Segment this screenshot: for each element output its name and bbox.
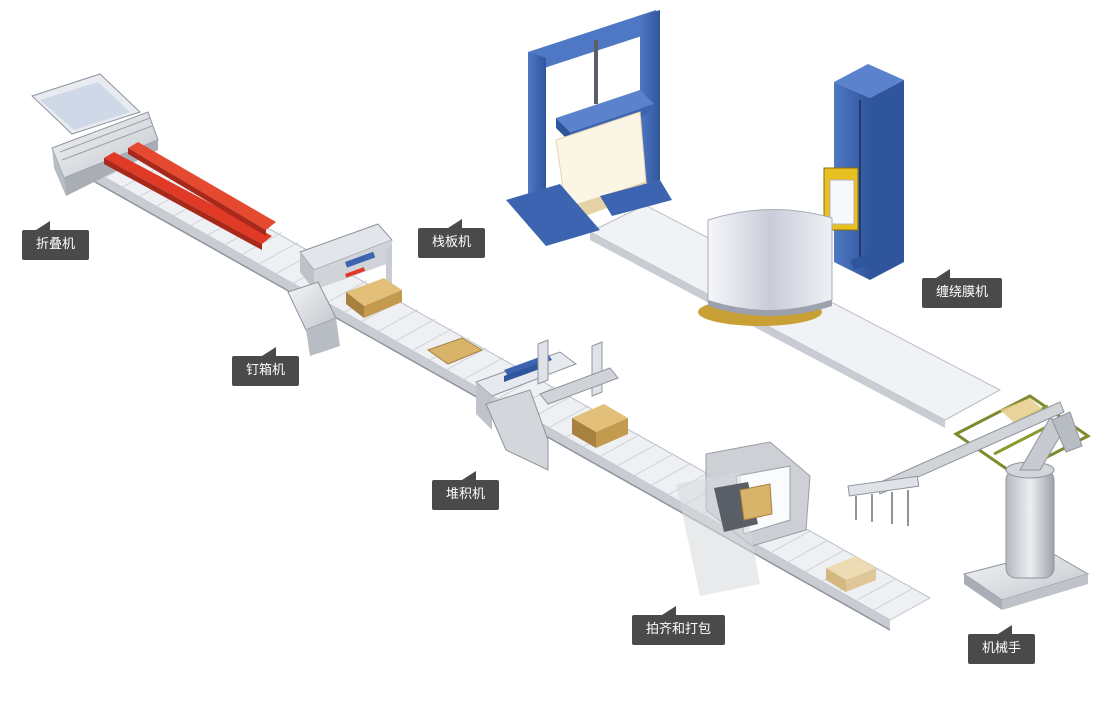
pallet-machine [506, 10, 672, 246]
robot-arm [847, 401, 1090, 610]
stretch-wrapper [823, 64, 904, 280]
conveyor-roller [787, 539, 828, 563]
conveyor-roller [463, 357, 504, 381]
conveyor-roller [770, 530, 811, 554]
conveyor-roller [411, 328, 453, 352]
conveyor-roller [889, 597, 931, 621]
flat-carton-stapler [346, 278, 402, 318]
conveyor-roller [394, 318, 436, 342]
conveyor-roller [446, 347, 487, 371]
label-banding-machine: 拍齐和打包 [632, 606, 726, 645]
carton-box [572, 404, 628, 448]
conveyor-roller [326, 280, 368, 304]
conveyor-roller [616, 443, 658, 467]
label-pallet-machine: 栈板机 [418, 219, 486, 258]
folding-machine [31, 73, 159, 196]
conveyor-roller [548, 405, 589, 429]
stapler-machine [287, 223, 393, 356]
label-stapler-machine: 钉箱机 [232, 347, 300, 386]
conveyor-roller [599, 434, 641, 457]
label-stretch-wrapper: 缠绕膜机 [922, 269, 1003, 308]
conveyor-roller [650, 462, 692, 486]
conveyor-roller [633, 453, 675, 477]
label-robot-arm: 机械手 [968, 625, 1036, 664]
stacker-machine [475, 339, 619, 471]
label-stacker-machine: 堆积机 [432, 471, 500, 510]
wrapped-pallet [698, 209, 833, 326]
conveyor-roller [855, 578, 897, 602]
conveyor-roller [872, 587, 914, 611]
banding-machine [676, 441, 811, 596]
label-folding-machine: 折叠机 [22, 221, 90, 260]
output-carton [826, 556, 876, 592]
flat-carton [426, 337, 484, 365]
red-feed-belts [104, 142, 276, 250]
conveyor-roller [804, 549, 845, 573]
conveyor-roller [258, 241, 299, 265]
conveyor-roller [377, 309, 419, 332]
